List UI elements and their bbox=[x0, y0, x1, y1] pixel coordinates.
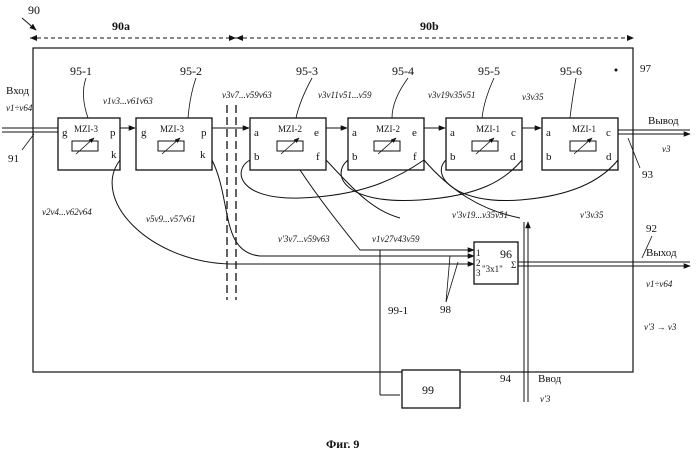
svg-text:Σ: Σ bbox=[511, 260, 516, 270]
svg-text:c: c bbox=[606, 127, 611, 139]
signal-s3: ν3ν11ν51...ν59 bbox=[318, 90, 372, 100]
svg-text:99: 99 bbox=[422, 383, 434, 397]
svg-text:f: f bbox=[316, 151, 320, 163]
output-main-channels: ν1÷ν64 bbox=[646, 279, 673, 289]
output-top-ref: 93 bbox=[642, 169, 654, 181]
figure-caption: Фиг. 9 bbox=[326, 437, 359, 451]
svg-text:"3x1": "3x1" bbox=[482, 264, 503, 274]
svg-text:3: 3 bbox=[476, 268, 481, 278]
signal-s10: ν'3ν19...ν35ν51 bbox=[452, 210, 508, 220]
input-ref: 91 bbox=[8, 153, 19, 165]
add-input-ref: 94 bbox=[500, 373, 512, 385]
bus-ref: 98 bbox=[440, 304, 452, 316]
bus-ref-leaders bbox=[446, 256, 458, 302]
signal-s8: ν'3ν7...ν59ν63 bbox=[278, 234, 330, 244]
output-top-label: Вывод bbox=[648, 115, 679, 127]
signal-s7: ν5ν9...ν57ν61 bbox=[146, 214, 196, 224]
svg-text:2: 2 bbox=[476, 258, 481, 268]
module-95-4: a MZI-2 e b f bbox=[348, 118, 424, 170]
svg-text:b: b bbox=[352, 151, 358, 163]
module-95-5: a MZI-1 c b d bbox=[446, 118, 522, 170]
input-label: Вход bbox=[6, 85, 29, 97]
signal-s1: ν1ν3...ν61ν63 bbox=[103, 96, 153, 106]
module-95-6: a MZI-1 c b d bbox=[542, 118, 618, 170]
output-top-ref-leader bbox=[628, 138, 640, 168]
signal-s5: ν3ν35 bbox=[522, 92, 544, 102]
module-ref-5: 95-5 bbox=[478, 64, 500, 78]
module-ref-2: 95-2 bbox=[180, 64, 202, 78]
output-main-note: ν'3 → ν3 bbox=[644, 322, 677, 332]
drop-lines bbox=[112, 160, 474, 395]
ref-90a: 90a bbox=[112, 19, 130, 33]
svg-text:a: a bbox=[352, 127, 357, 139]
svg-text:a: a bbox=[254, 127, 259, 139]
input-channels: ν1÷ν64 bbox=[6, 103, 33, 113]
input-ref-leader bbox=[22, 134, 34, 150]
module-ref-1: 95-1 bbox=[70, 64, 92, 78]
signal-s2: ν3ν7...ν59ν63 bbox=[222, 90, 272, 100]
module-95-2: g MZI-3 p k bbox=[136, 118, 212, 170]
ref-90b: 90b bbox=[420, 19, 439, 33]
svg-text:k: k bbox=[200, 149, 206, 161]
module-95-3: a MZI-2 e b f bbox=[250, 118, 326, 170]
svg-text:a: a bbox=[450, 127, 455, 139]
svg-text:MZI-1: MZI-1 bbox=[476, 124, 500, 134]
combiner-96: 96 "3x1" 1 2 3 Σ bbox=[474, 242, 518, 284]
module-ref-4: 95-4 bbox=[392, 64, 414, 78]
svg-text:c: c bbox=[511, 127, 516, 139]
svg-text:a: a bbox=[546, 127, 551, 139]
output-main-label: Выход bbox=[646, 247, 677, 259]
svg-text:f: f bbox=[413, 151, 417, 163]
module-ref-6: 95-6 bbox=[560, 64, 582, 78]
controller-99: 99 bbox=[402, 370, 460, 408]
svg-text:1: 1 bbox=[476, 248, 481, 258]
svg-text:96: 96 bbox=[500, 247, 512, 261]
output-top-channel: ν3 bbox=[662, 144, 671, 154]
svg-text:MZI-2: MZI-2 bbox=[376, 124, 400, 134]
svg-text:p: p bbox=[110, 127, 116, 139]
module-ref-3: 95-3 bbox=[296, 64, 318, 78]
svg-text:d: d bbox=[510, 151, 516, 163]
span-90a: 90a bbox=[30, 19, 236, 41]
add-input-label: Ввод bbox=[538, 373, 562, 385]
signal-s11: ν'3ν35 bbox=[580, 210, 604, 220]
svg-text:g: g bbox=[141, 127, 147, 139]
svg-text:b: b bbox=[546, 151, 552, 163]
svg-text:MZI-3: MZI-3 bbox=[74, 124, 98, 134]
add-input-channel: ν'3 bbox=[540, 394, 551, 404]
section-divider bbox=[227, 105, 236, 300]
svg-text:MZI-3: MZI-3 bbox=[160, 124, 184, 134]
ref-chassis: 97 bbox=[640, 63, 652, 75]
svg-text:b: b bbox=[254, 151, 260, 163]
svg-text:e: e bbox=[412, 127, 417, 139]
ref-main: 90 bbox=[28, 3, 40, 17]
signal-s9: ν1ν27ν43ν59 bbox=[372, 234, 420, 244]
svg-text:k: k bbox=[111, 149, 117, 161]
span-90b: 90b bbox=[236, 19, 634, 41]
ref-main-arrow bbox=[22, 18, 36, 30]
svg-text:e: e bbox=[314, 127, 319, 139]
svg-text:b: b bbox=[450, 151, 456, 163]
svg-text:g: g bbox=[62, 127, 68, 139]
svg-text:p: p bbox=[201, 127, 207, 139]
signal-s6: ν2ν4...ν62ν64 bbox=[42, 207, 92, 217]
chassis-ref-dot bbox=[615, 69, 618, 72]
output-main-ref: 92 bbox=[646, 223, 657, 235]
signal-s4: ν3ν19ν35ν51 bbox=[428, 90, 475, 100]
svg-text:MZI-1: MZI-1 bbox=[572, 124, 596, 134]
svg-text:MZI-2: MZI-2 bbox=[278, 124, 302, 134]
controller-line-ref: 99-1 bbox=[388, 305, 408, 317]
svg-text:d: d bbox=[606, 151, 612, 163]
module-95-1: g MZI-3 p k bbox=[58, 118, 120, 170]
